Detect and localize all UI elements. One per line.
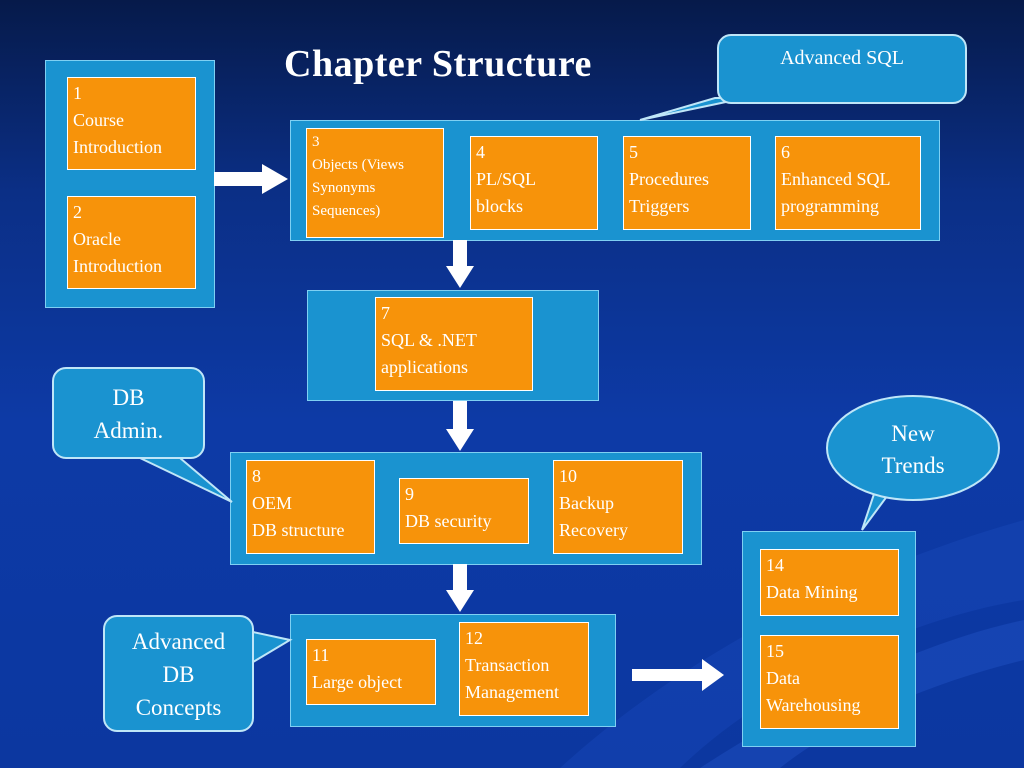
card-3-objects[interactable]: 3 Objects (Views Synonyms Sequences) <box>306 128 444 238</box>
callout-tail-db-admin <box>139 457 233 503</box>
arrow-dotnet-to-admin <box>446 401 474 451</box>
callout-advanced-db-concepts: Advanced DB Concepts <box>103 615 254 732</box>
card-14-data-mining[interactable]: 14 Data Mining <box>760 549 899 616</box>
callout-advanced-sql: Advanced SQL <box>717 34 967 104</box>
card-4-plsql-blocks[interactable]: 4 PL/SQL blocks <box>470 136 598 230</box>
card-6-enhanced-sql[interactable]: 6 Enhanced SQL programming <box>775 136 921 230</box>
card-10-backup-recovery[interactable]: 10 Backup Recovery <box>553 460 683 554</box>
arrow-admin-to-concepts <box>446 564 474 612</box>
callout-new-trends: New Trends <box>881 421 945 478</box>
arrow-concepts-to-trends <box>632 659 724 691</box>
card-9-db-security[interactable]: 9 DB security <box>399 478 529 544</box>
card-7-sql-dotnet[interactable]: 7 SQL & .NET applications <box>375 297 533 391</box>
card-2-oracle-introduction[interactable]: 2 Oracle Introduction <box>67 196 196 289</box>
card-8-oem-db-structure[interactable]: 8 OEM DB structure <box>246 460 375 554</box>
page-title: Chapter Structure <box>284 43 592 85</box>
callout-db-admin: DB Admin. <box>52 367 205 459</box>
arrow-intro-to-sql <box>214 164 288 194</box>
card-1-course-introduction[interactable]: 1 Course Introduction <box>67 77 196 170</box>
card-12-transaction-management[interactable]: 12 Transaction Management <box>459 622 589 716</box>
arrow-sql-to-dotnet <box>446 240 474 288</box>
card-11-large-object[interactable]: 11 Large object <box>306 639 436 705</box>
callout-new-trends-bubble <box>826 395 1000 501</box>
card-5-procedures-triggers[interactable]: 5 Procedures Triggers <box>623 136 751 230</box>
card-15-data-warehousing[interactable]: 15 Data Warehousing <box>760 635 899 729</box>
callout-tail-advanced-db <box>252 630 293 664</box>
